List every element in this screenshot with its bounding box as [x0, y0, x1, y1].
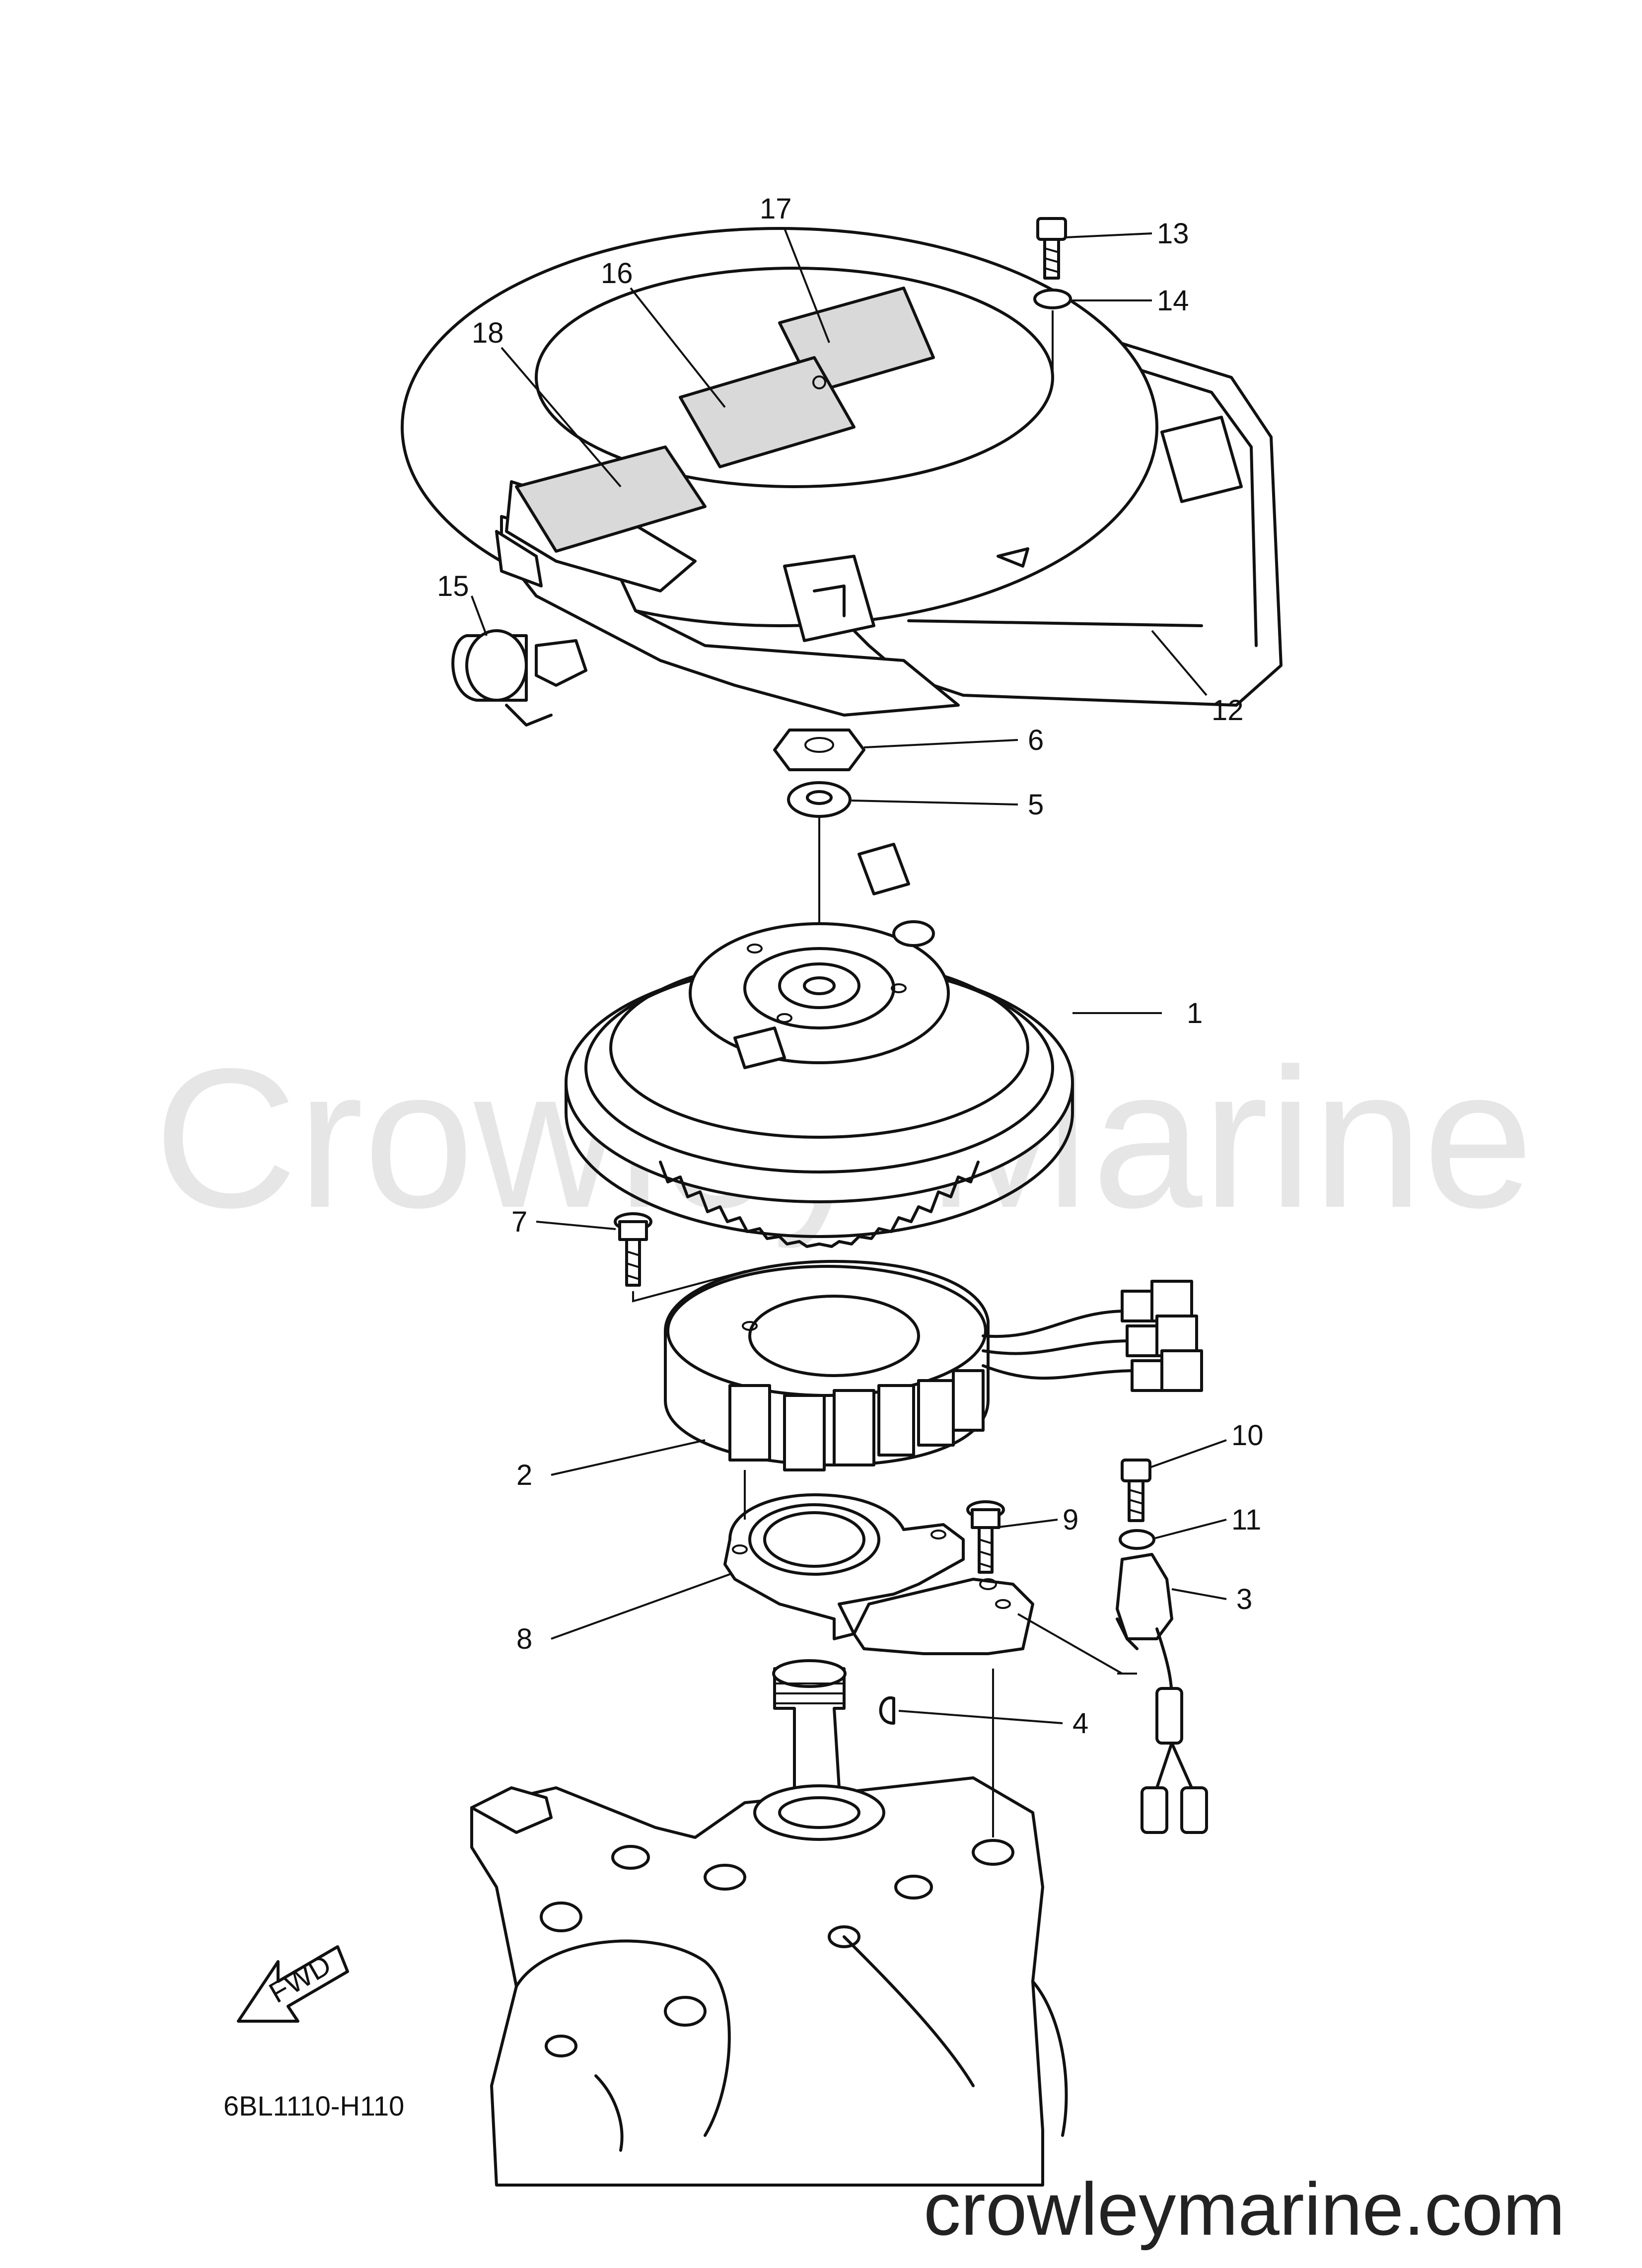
bolt-10 [1121, 1459, 1151, 1522]
callout-8: 8 [516, 1623, 532, 1655]
callout-14: 14 [1157, 285, 1189, 317]
callout-7: 7 [511, 1206, 527, 1238]
callout-3: 3 [1236, 1583, 1252, 1615]
flywheel-cover [401, 227, 1283, 717]
crankcase [470, 1659, 1068, 2187]
flywheel-1 [565, 843, 1074, 1248]
callout-13: 13 [1157, 218, 1189, 250]
leader-lines [471, 228, 1227, 1724]
callout-6: 6 [1028, 724, 1044, 756]
callout-5: 5 [1028, 789, 1044, 821]
callout-numbers: 1 2 3 4 5 6 7 8 9 10 11 12 13 14 15 16 1… [437, 193, 1264, 1740]
washer-5 [787, 781, 852, 818]
callout-10: 10 [1231, 1419, 1264, 1452]
callout-18: 18 [472, 317, 504, 349]
bolt-7 [614, 1212, 652, 1287]
pulser-coil-3 [1116, 1553, 1208, 1834]
callout-1: 1 [1187, 997, 1203, 1029]
fwd-arrow-icon: FWD [237, 1945, 349, 2023]
washer-14 [1033, 289, 1072, 309]
stator-base-8 [723, 1493, 1034, 1655]
callout-12: 12 [1212, 694, 1244, 727]
callout-11: 11 [1231, 1504, 1261, 1536]
website-url: crowleymarine.com [924, 2167, 1565, 2251]
bolt-13 [1036, 217, 1067, 280]
nut-6 [773, 729, 865, 771]
stator-2 [664, 1260, 1203, 1471]
woodruff-key-4 [879, 1696, 895, 1725]
callout-15: 15 [437, 570, 469, 602]
callout-17: 17 [760, 193, 792, 225]
callout-2: 2 [516, 1459, 532, 1491]
callout-9: 9 [1063, 1504, 1078, 1536]
washer-11 [1119, 1529, 1155, 1550]
clamp-15 [451, 629, 587, 727]
bolt-9 [966, 1500, 1005, 1574]
callout-4: 4 [1072, 1707, 1088, 1740]
diagram-code: 6BL1110-H110 [223, 2090, 404, 2122]
callout-16: 16 [601, 257, 633, 290]
